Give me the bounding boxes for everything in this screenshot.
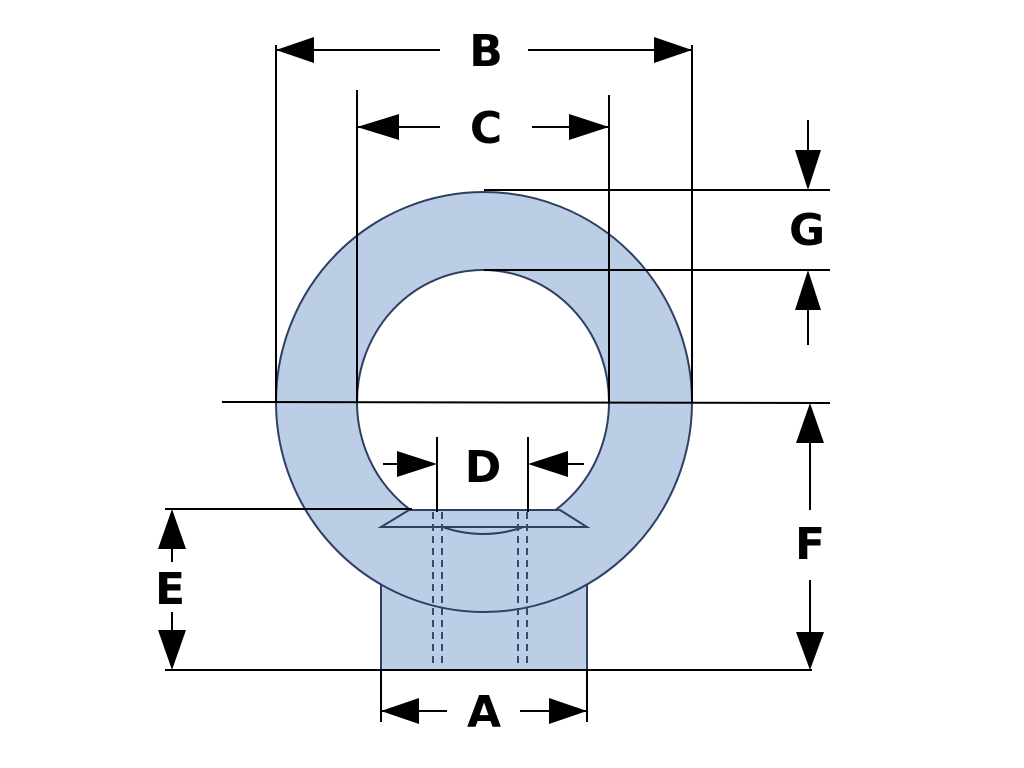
arrowhead (528, 451, 568, 477)
dimension-d: D (383, 442, 584, 493)
arrowhead (158, 509, 186, 549)
dimension-b: B (276, 26, 692, 77)
eye-nut-collar (377, 509, 591, 528)
dimension-e: E (155, 509, 186, 670)
centerline (221, 401, 831, 404)
dimension-label-c: C (470, 103, 502, 154)
dimension-f: F (795, 403, 825, 670)
arrowhead (397, 451, 437, 477)
dimension-a: A (381, 687, 587, 738)
arrowhead (795, 150, 821, 190)
arrowhead (569, 114, 609, 140)
dimension-g: G (789, 120, 825, 345)
dimension-label-a: A (467, 687, 501, 738)
arrowhead (381, 698, 419, 724)
extension-lines (165, 45, 831, 722)
arrowhead (357, 114, 399, 140)
eye-nut-part (274, 191, 694, 671)
arrowhead (549, 698, 587, 724)
arrowhead (158, 630, 186, 670)
arrowhead (796, 632, 824, 670)
arrowhead (654, 37, 692, 63)
dimension-c: C (357, 103, 609, 154)
dimension-label-d: D (465, 442, 502, 493)
dimension-label-g: G (789, 205, 825, 256)
arrowhead (276, 37, 314, 63)
arrowhead (795, 270, 821, 310)
dimension-label-e: E (155, 564, 185, 615)
arrowhead (796, 403, 824, 443)
dimension-label-b: B (469, 26, 503, 77)
dimension-label-f: F (795, 519, 825, 570)
